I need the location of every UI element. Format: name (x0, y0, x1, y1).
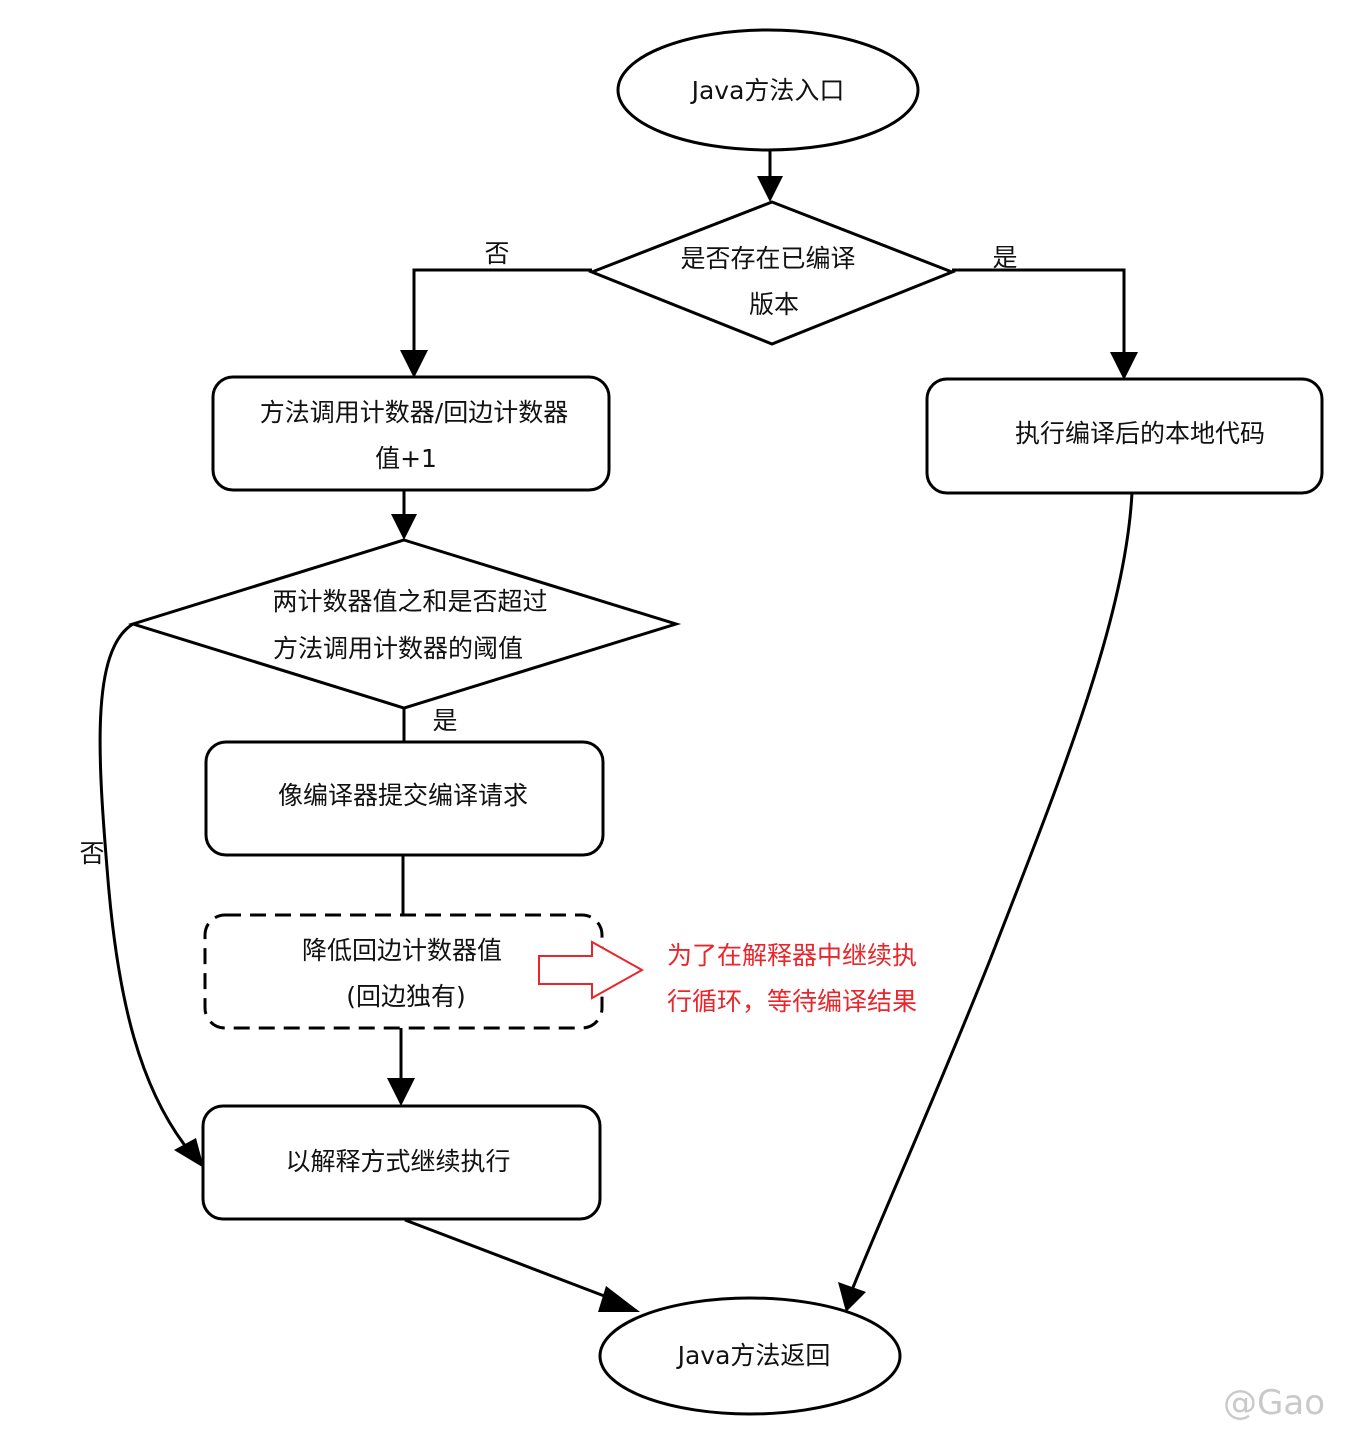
edge-label-threshold-yes: 是 (432, 706, 457, 735)
annotation-arrow-icon (538, 940, 645, 1000)
interpret-label: 以解释方式继续执行 (285, 1147, 510, 1176)
arrowhead-icon (391, 514, 417, 540)
arrowhead-icon (1110, 352, 1138, 380)
decision-threshold-label-line2: 方法调用计数器的阈值 (273, 634, 523, 663)
arrowhead-icon (387, 1078, 415, 1106)
decision-threshold-node (127, 538, 682, 710)
lower-backedge-node (203, 913, 604, 1030)
execute-native-label: 执行编译后的本地代码 (1015, 419, 1265, 448)
edge-decision-yes (952, 268, 1126, 354)
interpret-node (201, 1104, 602, 1221)
arrowhead-icon (838, 1282, 866, 1312)
decision-compiled-node (587, 200, 957, 346)
lower-backedge-label-line2: (回边独有) (346, 982, 466, 1011)
lower-backedge-label-line1: 降低回边计数器值 (302, 936, 502, 965)
counter-increment-label-line2: 值+1 (375, 444, 437, 473)
submit-compile-label: 像编译器提交编译请求 (278, 781, 528, 810)
edge-interpret-to-end (404, 1218, 621, 1304)
start-node (616, 28, 920, 152)
arrowhead-icon (400, 350, 428, 378)
submit-compile-node (204, 740, 605, 857)
end-node (598, 1296, 902, 1416)
edge-label-compiled-no: 否 (484, 239, 509, 268)
edge-native-to-end (850, 492, 1134, 1291)
edge-decision-no (412, 268, 592, 352)
start-label: Java方法入口 (690, 76, 845, 105)
execute-native-node (925, 377, 1324, 495)
counter-increment-node (211, 375, 611, 492)
annotation-text-line1: 为了在解释器中继续执 (667, 941, 917, 970)
edge-threshold-no (98, 622, 192, 1153)
edge-label-compiled-yes: 是 (992, 243, 1017, 272)
annotation-text-line2: 行循环，等待编译结果 (667, 987, 917, 1016)
counter-increment-label-line1: 方法调用计数器/回边计数器 (260, 398, 568, 427)
arrowhead-icon (174, 1138, 204, 1168)
watermark: @Gao (1223, 1383, 1325, 1423)
end-label: Java方法返回 (676, 1341, 831, 1370)
decision-threshold-label-line1: 两计数器值之和是否超过 (272, 587, 547, 616)
decision-compiled-label-line1: 是否存在已编译 (680, 244, 855, 273)
arrowhead-icon (757, 176, 783, 202)
decision-compiled-label-line2: 版本 (749, 290, 799, 319)
arrowhead-icon (598, 1286, 640, 1312)
edge-label-threshold-no: 否 (79, 839, 104, 868)
